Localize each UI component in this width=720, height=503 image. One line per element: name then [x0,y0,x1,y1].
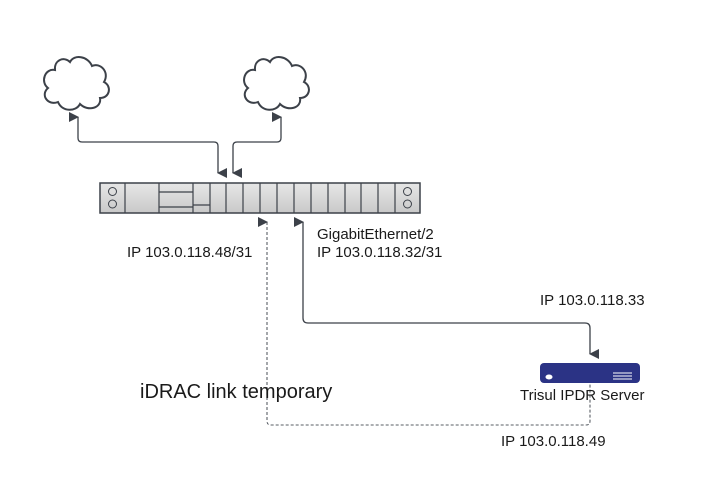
server-idrac-ip-label: IP 103.0.118.49 [501,433,606,450]
network-switch [99,182,421,214]
switch-port-label: GigabitEthernet/2 [317,226,434,243]
switch-idrac-ip-label: IP 103.0.118.48/31 [127,244,253,261]
gigabit-link [294,217,599,359]
uplink-right [232,112,282,178]
idrac-link [258,217,591,426]
idrac-note-label: iDRAC link temporary [140,381,333,403]
ipdr-server [540,363,640,383]
internet-cloud-left [43,56,110,111]
switch-port-ip-label: IP 103.0.118.32/31 [317,244,443,261]
server-name-label: Trisul IPDR Server [520,387,645,404]
cloud-icon [43,56,110,111]
server-ip-label: IP 103.0.118.33 [540,292,645,309]
cloud-icon [243,56,310,111]
uplink-left [69,112,227,178]
internet-cloud-right [243,56,310,111]
